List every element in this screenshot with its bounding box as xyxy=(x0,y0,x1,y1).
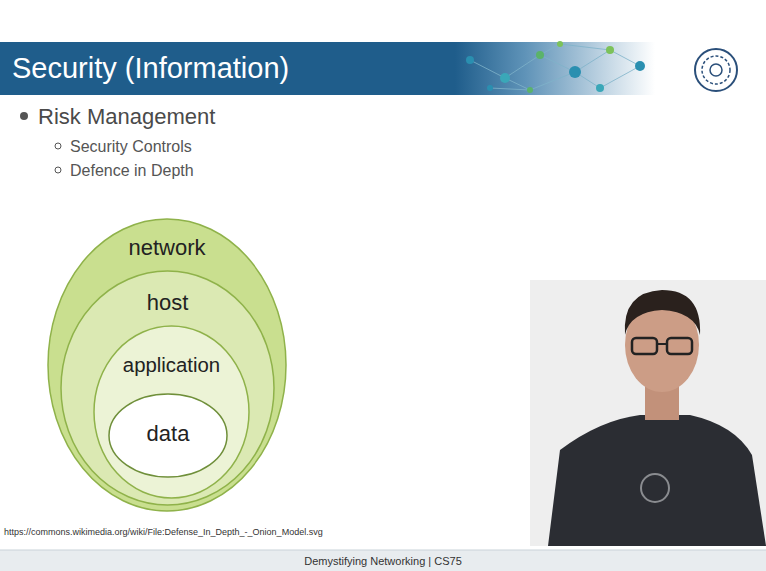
network-layer: network host application data xyxy=(47,218,287,512)
layer-label: host xyxy=(60,270,275,315)
ellipse xyxy=(48,219,286,511)
slide-title: Security (Information) xyxy=(12,52,289,84)
footer-rule xyxy=(0,550,766,551)
footer-bar xyxy=(0,550,766,571)
sub-bullet-text: Defence in Depth xyxy=(70,161,194,180)
bullet-dot xyxy=(20,112,28,120)
source-url: https://commons.wikimedia.org/wiki/File:… xyxy=(4,526,323,538)
network-dots xyxy=(466,41,645,93)
footer-text: Demystifying Networking | CS75 xyxy=(0,554,766,568)
bullet-text: Risk Management xyxy=(38,104,215,129)
ellipse xyxy=(61,271,274,505)
layer-label: network xyxy=(47,218,287,260)
data-layer: data xyxy=(108,393,228,478)
application-layer: application data xyxy=(93,325,250,499)
sub-bullet-text: Security Controls xyxy=(70,137,192,156)
ellipse xyxy=(109,394,227,477)
layer-label: data xyxy=(108,393,228,446)
title-bar xyxy=(0,42,455,95)
network-graphic xyxy=(470,44,640,90)
institute-logo xyxy=(695,49,737,91)
presenter-video xyxy=(530,280,766,546)
sub-bullet-ring xyxy=(55,167,61,173)
host-layer: host application data xyxy=(60,270,275,506)
title-bar-fade xyxy=(455,42,655,95)
layer-label: application xyxy=(93,325,250,377)
sub-bullet-ring xyxy=(55,143,61,149)
ellipse xyxy=(94,326,249,498)
